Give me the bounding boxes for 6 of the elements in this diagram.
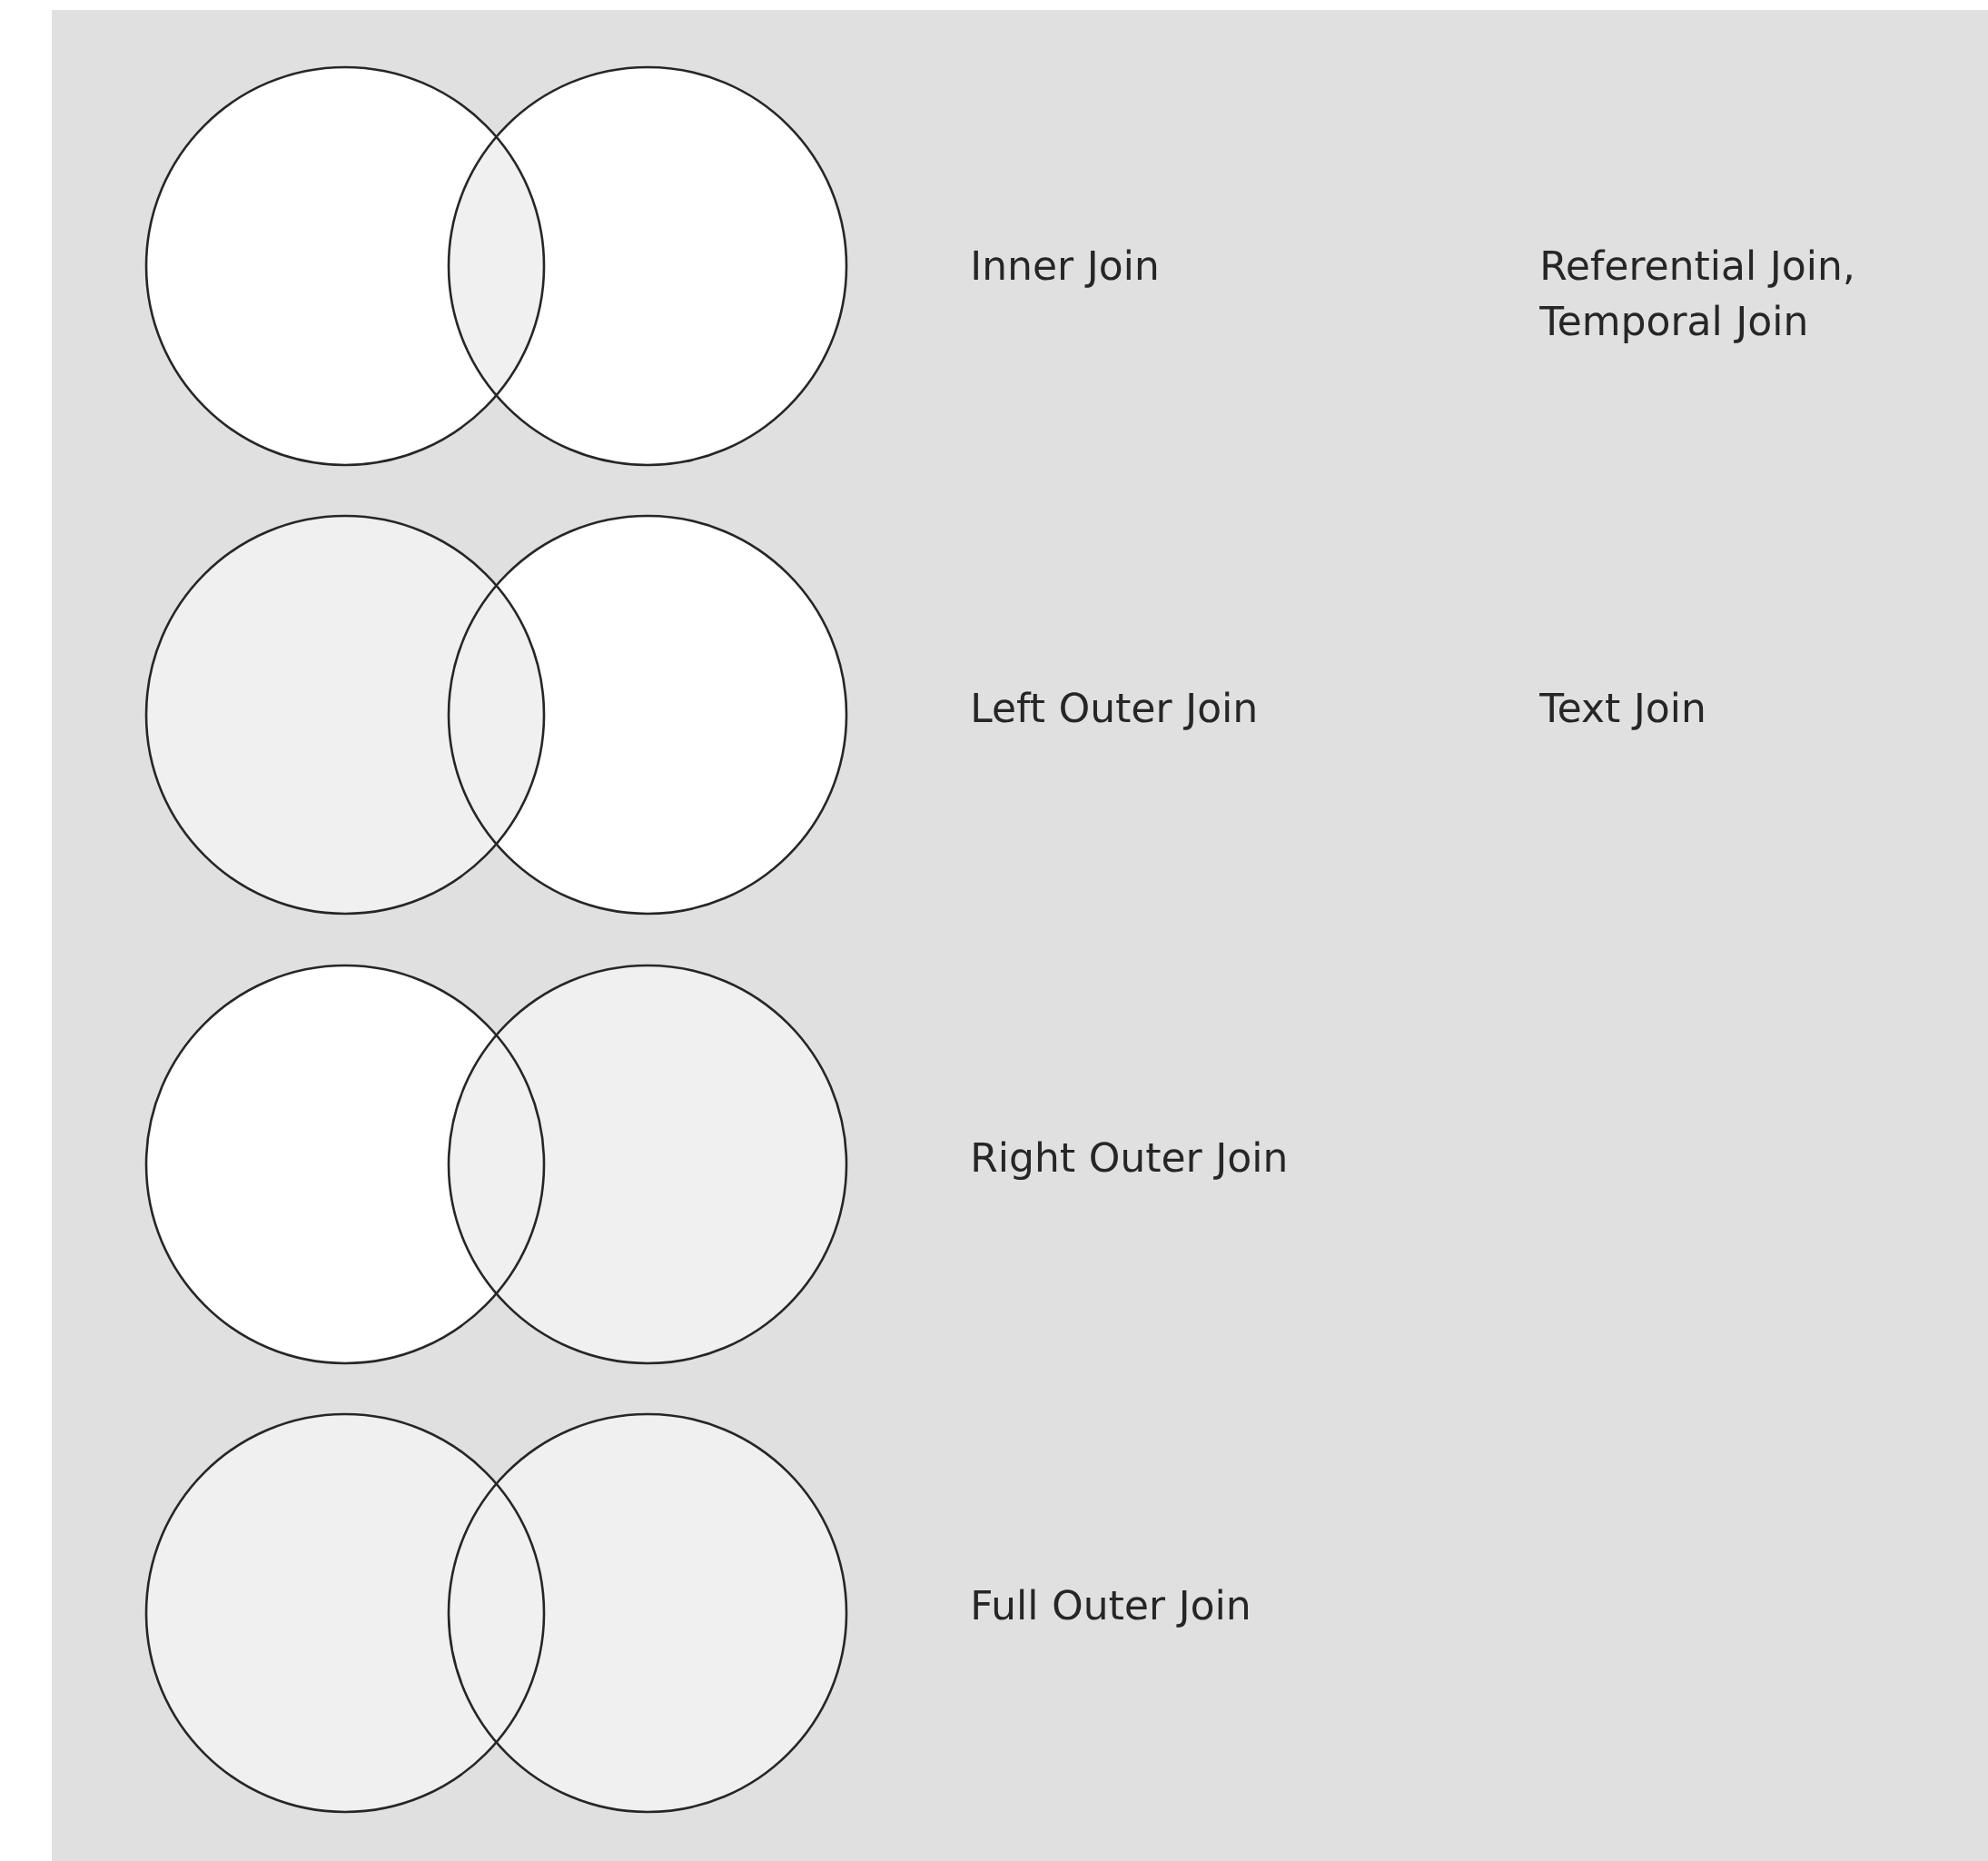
label-text: Full Outer Join [974,1589,1248,1628]
label-text: Referential Join, Temporal Join [1539,249,1852,344]
label-text: Right Outer Join [974,1141,1285,1181]
label-text: Left Outer Join [974,691,1255,730]
label-text: Inner Join [974,249,1157,288]
label-text: Text Join [1539,691,1704,730]
